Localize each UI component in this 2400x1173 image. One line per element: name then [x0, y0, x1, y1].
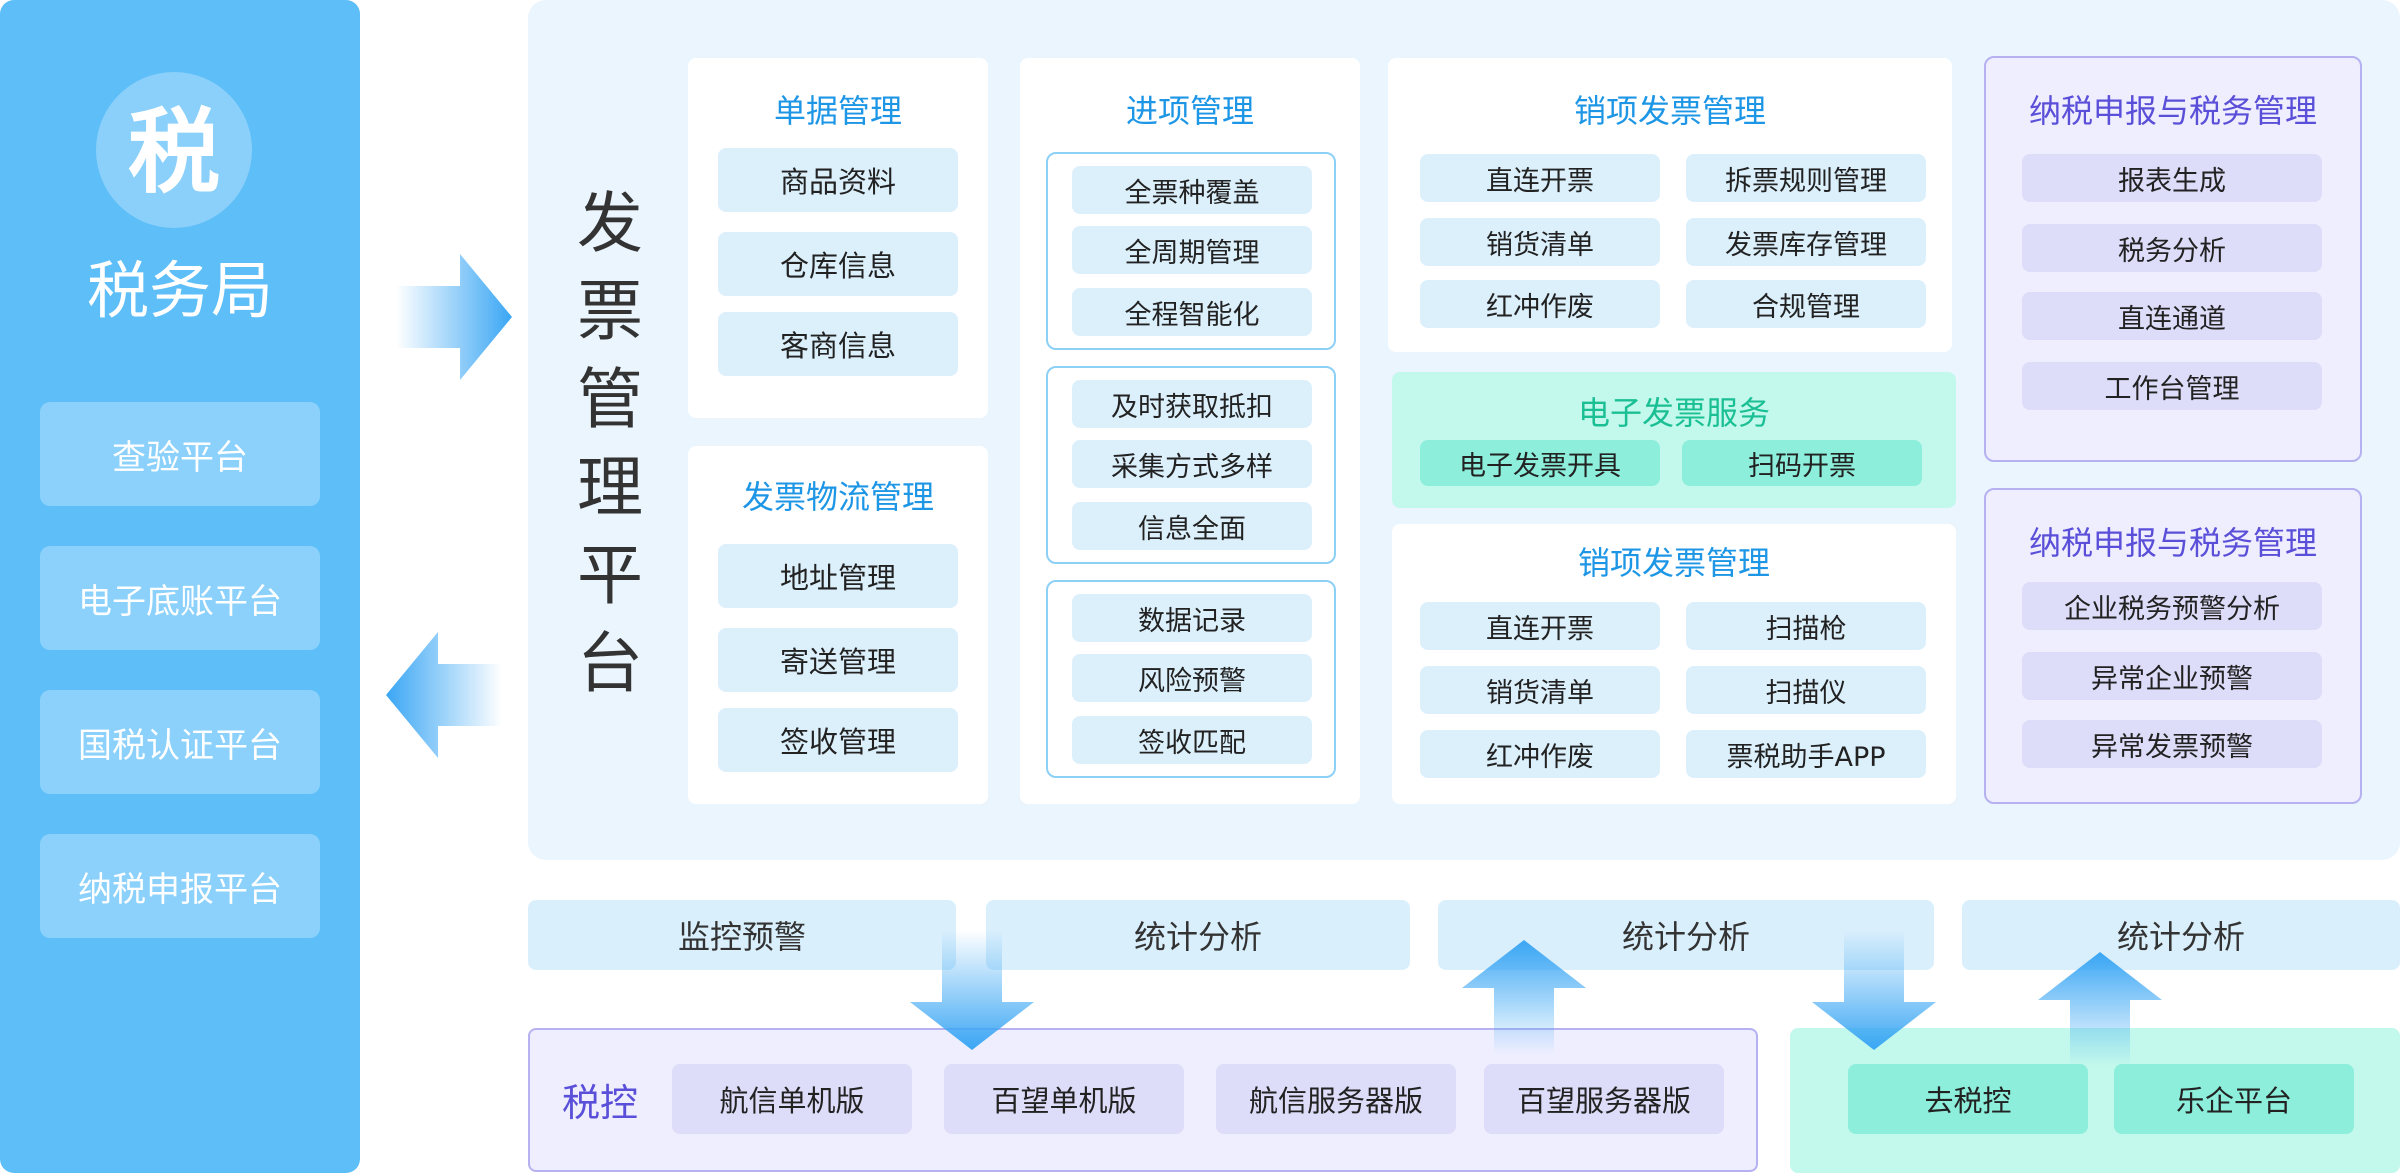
e-invoice-item[interactable]: 电子发票开具: [1420, 440, 1660, 486]
platform-title: 发票管理平台: [577, 185, 643, 702]
arrow-up-icon: [2038, 952, 2162, 1066]
statistics-bar[interactable]: 统计分析: [986, 900, 1410, 970]
sales-item[interactable]: 合规管理: [1686, 280, 1926, 328]
bureau-title: 税务局: [86, 254, 273, 327]
sales-item[interactable]: 销货清单: [1420, 666, 1660, 714]
logistics-title: 发票物流管理: [741, 478, 934, 516]
e-invoice-item[interactable]: 扫码开票: [1682, 440, 1922, 486]
tax-control-item[interactable]: 航信服务器版: [1216, 1064, 1456, 1134]
sales-item[interactable]: 扫描仪: [1686, 666, 1926, 714]
documents-title: 单据管理: [773, 92, 902, 130]
arrow-right-icon: [396, 254, 512, 380]
tax-item[interactable]: 异常发票预警: [2022, 720, 2322, 768]
tax-control-item[interactable]: 航信单机版: [672, 1064, 912, 1134]
sales-invoice-title-bottom: 销项发票管理: [1577, 544, 1770, 582]
logistics-item[interactable]: 地址管理: [718, 544, 958, 608]
tax-management-title-bottom: 纳税申报与税务管理: [2028, 524, 2317, 562]
statistics-bar[interactable]: 统计分析: [1962, 900, 2400, 970]
alt-platform-item[interactable]: 去税控: [1848, 1064, 2088, 1134]
tax-management-title-top: 纳税申报与税务管理: [2028, 92, 2317, 130]
logistics-item[interactable]: 签收管理: [718, 708, 958, 772]
tax-control-item[interactable]: 百望服务器版: [1484, 1064, 1724, 1134]
documents-item[interactable]: 客商信息: [718, 312, 958, 376]
tax-item[interactable]: 直连通道: [2022, 292, 2322, 340]
input-item[interactable]: 数据记录: [1072, 594, 1312, 642]
sales-item[interactable]: 销货清单: [1420, 218, 1660, 266]
input-item[interactable]: 风险预警: [1072, 654, 1312, 702]
input-item[interactable]: 采集方式多样: [1072, 440, 1312, 488]
tax-item[interactable]: 工作台管理: [2022, 362, 2322, 410]
alt-platform-item[interactable]: 乐企平台: [2114, 1064, 2354, 1134]
sales-item[interactable]: 红冲作废: [1420, 280, 1660, 328]
input-item[interactable]: 全票种覆盖: [1072, 166, 1312, 214]
sales-item[interactable]: 拆票规则管理: [1686, 154, 1926, 202]
sales-item[interactable]: 票税助手APP: [1686, 730, 1926, 778]
sales-invoice-title-top: 销项发票管理: [1573, 92, 1766, 130]
input-item[interactable]: 信息全面: [1072, 502, 1312, 550]
arrow-left-icon: [386, 632, 502, 758]
input-item[interactable]: 及时获取抵扣: [1072, 380, 1312, 428]
sales-item[interactable]: 直连开票: [1420, 602, 1660, 650]
bureau-item-certification[interactable]: 国税认证平台: [40, 690, 320, 794]
arrow-up-icon: [1462, 940, 1586, 1054]
documents-item[interactable]: 商品资料: [718, 148, 958, 212]
arrow-down-icon: [910, 930, 1034, 1050]
tax-item[interactable]: 企业税务预警分析: [2022, 582, 2322, 630]
tax-item[interactable]: 异常企业预警: [2022, 652, 2322, 700]
bureau-item-inspection[interactable]: 查验平台: [40, 402, 320, 506]
logo-char: 税: [128, 99, 220, 206]
input-item[interactable]: 全程智能化: [1072, 288, 1312, 336]
e-invoice-service-title: 电子发票服务: [1577, 394, 1770, 432]
bureau-item-declaration[interactable]: 纳税申报平台: [40, 834, 320, 938]
input-item[interactable]: 签收匹配: [1072, 716, 1312, 764]
documents-item[interactable]: 仓库信息: [718, 232, 958, 296]
arrow-down-icon: [1812, 930, 1936, 1050]
tax-logo-icon: 税: [96, 72, 252, 228]
tax-item[interactable]: 税务分析: [2022, 224, 2322, 272]
tax-control-item[interactable]: 百望单机版: [944, 1064, 1184, 1134]
input-item[interactable]: 全周期管理: [1072, 226, 1312, 274]
logistics-item[interactable]: 寄送管理: [718, 628, 958, 692]
input-invoice-title: 进项管理: [1125, 92, 1254, 130]
tax-item[interactable]: 报表生成: [2022, 154, 2322, 202]
tax-control-label: 税控: [562, 1081, 639, 1125]
sales-item[interactable]: 扫描枪: [1686, 602, 1926, 650]
monitoring-bar[interactable]: 监控预警: [528, 900, 956, 970]
sales-item[interactable]: 直连开票: [1420, 154, 1660, 202]
sales-item[interactable]: 红冲作废: [1420, 730, 1660, 778]
sales-item[interactable]: 发票库存管理: [1686, 218, 1926, 266]
bureau-item-ledger[interactable]: 电子底账平台: [40, 546, 320, 650]
